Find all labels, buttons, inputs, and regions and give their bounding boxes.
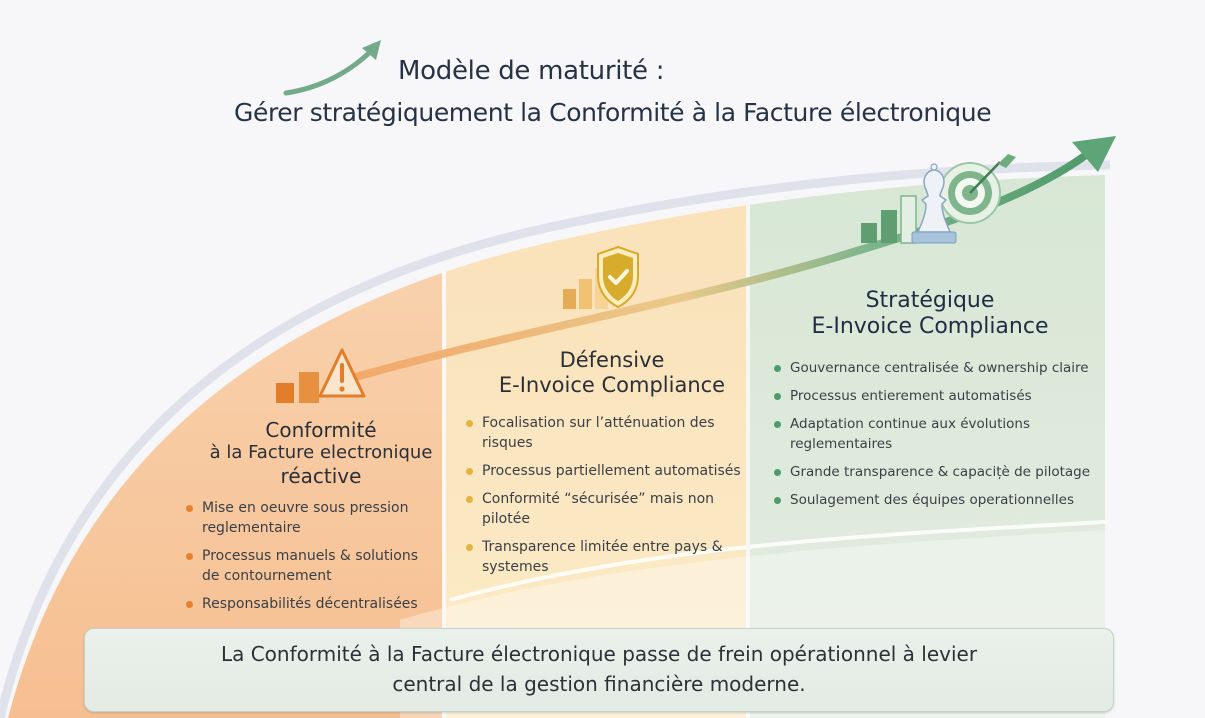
page-title: Modèle de maturité :: [398, 56, 665, 86]
stage-reactive-heading: Conformité à la Facture electronique réa…: [209, 418, 433, 488]
list-item: Adaptation continue aux évolutions regle…: [772, 414, 1108, 454]
list-item: Responsabilités décentralisées: [184, 594, 436, 614]
stage-defensive-bullets: Focalisation sur l’atténuation des risqu…: [464, 413, 744, 585]
summary-line-2: central de la gestion financière moderne…: [392, 672, 806, 696]
chess-target-with-bars-icon: [861, 154, 1016, 244]
summary-line-1: La Conformité à la Facture électronique …: [220, 642, 978, 666]
list-item: Processus manuels & solutions de contour…: [184, 546, 436, 586]
list-item: Focalisation sur l’atténuation des risqu…: [464, 413, 744, 453]
stage-strategic-bullets: Gouvernance centralisée & ownership clai…: [772, 358, 1108, 518]
page-subtitle: Gérer stratégiquement la Conformité à la…: [234, 98, 992, 127]
stage-strategic-heading: Stratégique E-Invoice Compliance: [811, 288, 1049, 340]
list-item: Conformité “sécurisée” mais non pilotée: [464, 489, 744, 529]
stage-reactive-bullets: Mise en oeuvre sous pression reglementai…: [184, 498, 436, 622]
list-item: Processus partiellement automatisés: [464, 461, 744, 481]
stage-defensive-heading: Défensive E-Invoice Compliance: [498, 348, 726, 398]
list-item: Gouvernance centralisée & ownership clai…: [772, 358, 1108, 378]
list-item: Transparence limitée entre pays & system…: [464, 537, 744, 577]
summary-callout: La Conformité à la Facture électronique …: [84, 628, 1114, 712]
list-item: Mise en oeuvre sous pression reglementai…: [184, 498, 436, 538]
list-item: Processus entierement automatisés: [772, 386, 1108, 406]
warning-triangle-with-bars-icon: [276, 348, 366, 403]
shield-check-with-bars-icon: [563, 245, 639, 309]
list-item: Soulagement des équipes operationnelles: [772, 490, 1108, 510]
list-item: Grande transparence & capacițè de pilota…: [772, 462, 1108, 482]
